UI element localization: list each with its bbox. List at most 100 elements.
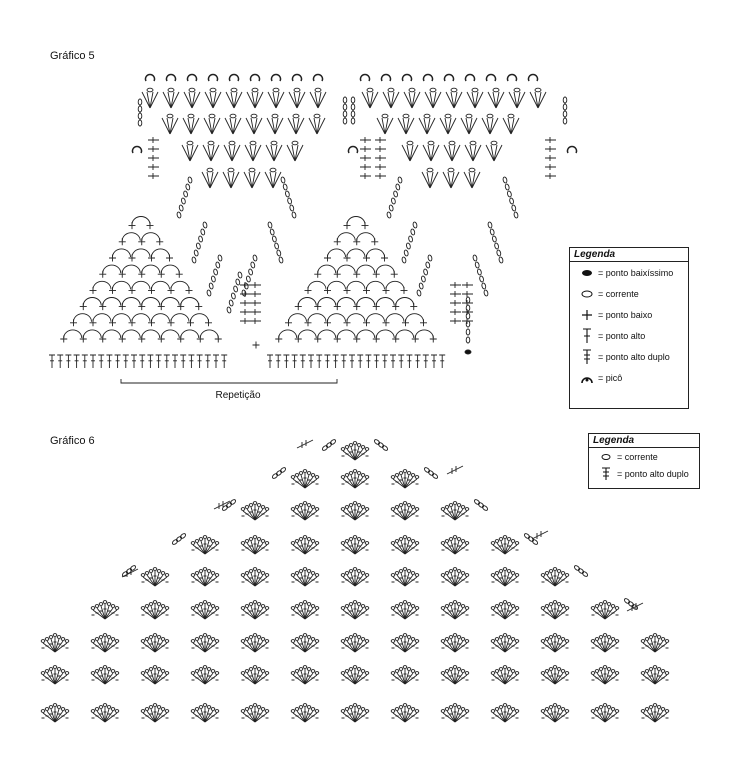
chain-arch [356,264,376,274]
ponto-baixo-symbol [324,254,331,262]
chain-arch [141,232,161,241]
corrente-symbol [366,87,374,93]
corrente-symbol [481,505,489,511]
chain-arch [278,329,298,339]
corrente-symbol [481,282,487,290]
corrente-symbol [468,167,476,173]
ponto-baixo-symbol [205,319,212,327]
corrente-symbol [206,167,214,173]
corrente-symbol [278,256,284,264]
fan-group [265,144,283,162]
ponto-baixo-symbol [138,270,146,278]
chain-arch [112,248,131,258]
corrente-symbol [271,473,279,479]
corrente-symbol [410,228,416,236]
chain-arch [82,297,102,306]
corrente-symbol [208,282,214,290]
corrente-symbol [291,140,299,146]
ponto-alto-duplo-symbol [626,602,644,612]
legend-item-corrente: = corrente [570,283,688,304]
shell-group [440,535,470,555]
chain-arch [336,297,356,306]
corrente-symbol [527,536,535,542]
corrente-symbol [465,312,471,320]
ponto-alto-symbol [373,354,380,368]
ponto-baixo-symbol [214,335,222,343]
shell-group [140,600,170,620]
pico-symbol [485,73,497,82]
fan-group [376,117,394,135]
chain-arch [356,297,376,306]
corrente-symbol [513,211,519,219]
ponto-baixo-symbol [146,222,154,230]
shell-group [590,665,620,685]
shell-group [240,665,270,685]
ponto-baixo-symbol [157,335,165,343]
chain-arch [190,313,209,322]
ponto-baixo-symbol [314,303,322,311]
shell-group [340,567,370,587]
ponto-baixo-symbol [70,319,77,327]
chain-arch [121,264,141,274]
ponto-baixo-symbol [314,335,322,343]
chain-arch [112,313,131,322]
legend-item-ponto-baixissimo: = ponto baixíssimo [570,262,688,283]
ponto-alto-symbol [250,300,261,306]
ponto-alto-symbol [131,354,137,368]
shell-group [290,665,320,685]
corrente-symbol [269,228,275,236]
chart5-diagram [49,73,578,384]
fan-group [287,117,305,135]
corrente-symbol [492,87,500,93]
chain-arch [288,313,307,322]
ponto-alto-symbol [148,173,159,179]
chain-arch [395,297,415,306]
corrente-symbol [406,140,414,146]
shell-group [340,441,370,461]
chain-arch [385,313,405,322]
chain-arch [375,297,395,306]
fan-group [443,144,461,162]
pico-symbol [527,73,539,82]
ponto-alto-symbol [299,354,306,368]
fan-group [141,91,159,109]
shell-group [140,665,170,685]
corrente-symbol [490,140,498,146]
ponto-baixo-symbol [333,303,341,311]
shell-group [390,600,420,620]
ponto-baixo-symbol [343,319,351,327]
corrente-symbol [289,204,295,212]
ponto-baixo-symbol [167,286,175,294]
ponto-baixo-symbol [363,254,370,262]
pico-symbol [165,73,177,82]
shell-group [240,703,270,723]
legend-item-label: = corrente [617,451,658,462]
ponto-alto-symbol [375,155,386,161]
chain-arch [102,329,122,339]
corrente-symbol [471,87,479,93]
corrente-symbol [465,113,473,119]
ponto-alto-symbol [316,354,323,368]
corrente-symbol [395,183,401,191]
corrente-symbol [275,470,283,476]
fan-group [487,91,505,109]
chart5-legend: Legenda = ponto baixíssimo = corrente = … [569,247,689,409]
shell-group [290,633,320,653]
shell-group [440,665,470,685]
shell-group [290,600,320,620]
ponto-baixo-symbol [138,303,146,311]
pico-symbol [380,73,392,82]
ponto-alto-symbol [375,173,386,179]
corrente-symbol [494,242,499,250]
shell-group [440,567,470,587]
fan-group [421,171,439,189]
shell-group [340,501,370,521]
shell-group [290,567,320,587]
fan-group [245,117,263,135]
ponto-baixo-symbol [372,303,380,311]
ponto-alto-symbol [240,291,251,297]
shell-group [190,535,220,555]
corrente-symbol [401,256,407,264]
fan-group [225,91,243,109]
chain-arch [405,313,424,322]
